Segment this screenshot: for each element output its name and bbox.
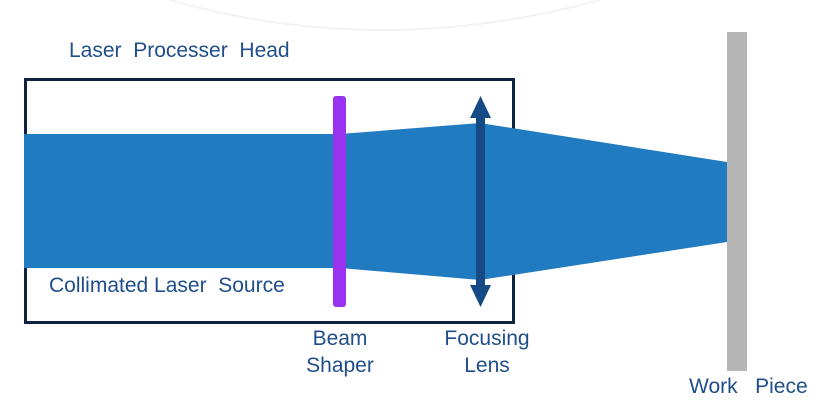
focusing-lens-label-line1: Focusing [444,327,530,350]
work-piece-label: Work Piece [689,375,808,398]
background-arc [169,0,601,31]
focusing-lens-arrow-up [470,96,491,118]
focusing-lens-label-line2: Lens [464,354,510,377]
focusing-lens-arrow-down [470,285,491,307]
laser-head-label: Laser Processer Head [69,39,290,62]
work-piece [727,32,747,371]
focusing-lens [470,96,491,307]
focusing-lens-shaft [476,112,485,290]
beam-shaper-label-line1: Beam [312,327,368,350]
laser-beam [24,123,727,280]
beam-shaper-label-line2: Shaper [306,354,374,377]
beam-shaper [333,96,346,307]
source-label: Collimated Laser Source [49,274,285,297]
